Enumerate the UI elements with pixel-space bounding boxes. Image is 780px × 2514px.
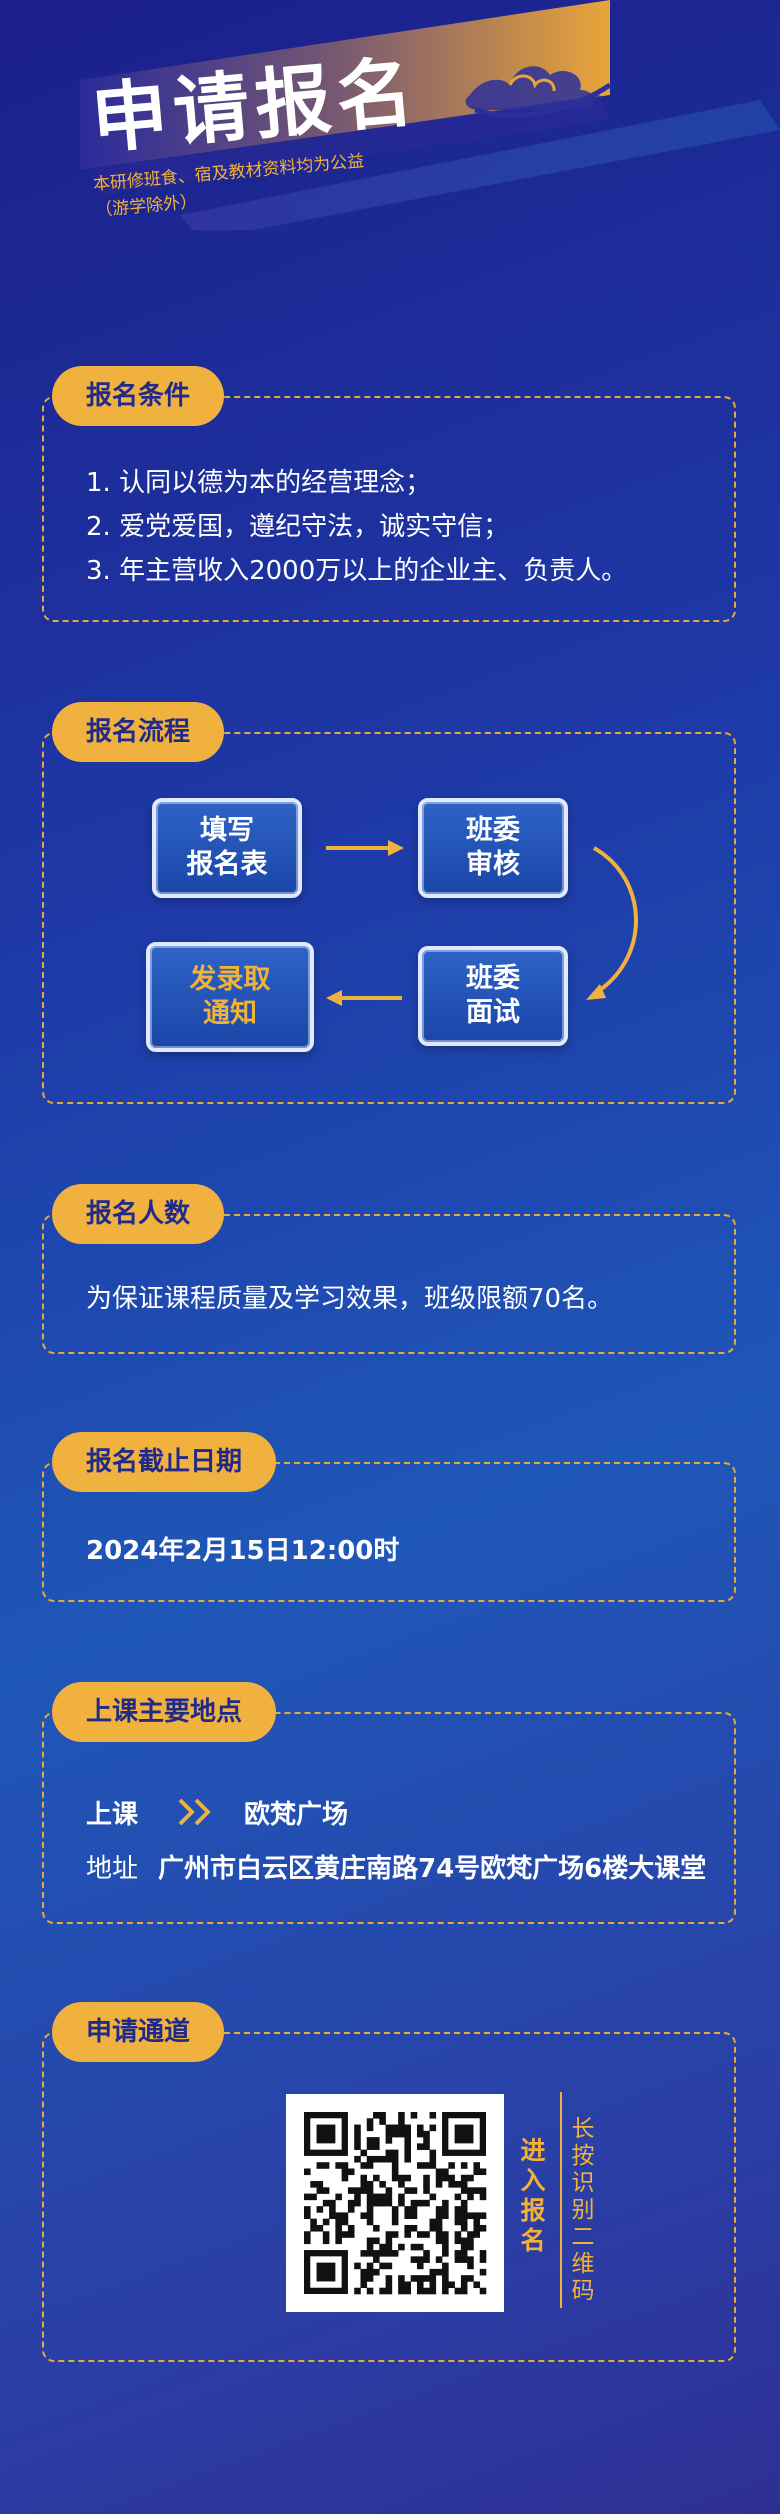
address-label: 地址 [86,1854,139,1884]
step-fill-form: 填写 报名表 [152,798,302,898]
enter-apply-text: 进入报名 [520,2136,546,2255]
deadline-text: 2024年2月15日12:00时 [86,1536,400,1566]
step-text: 班委 [466,963,520,994]
class-value: 欧梵广场 [244,1800,349,1830]
process-section [42,732,736,1104]
qr-code[interactable] [286,2094,504,2312]
step-committee-interview: 班委 面试 [418,946,568,1046]
class-label: 上课 [86,1800,139,1830]
step-text: 发录取 [189,964,271,995]
quota-label: 报名人数 [52,1184,225,1244]
flow-arrows [326,840,638,1006]
step-text: 通知 [203,998,257,1029]
condition-item: 1. 认同以德为本的经营理念； [86,468,432,498]
arrow-right-icon [326,840,404,856]
condition-item: 3. 年主营收入2000万以上的企业主、负责人。 [86,556,628,586]
step-admission-notice: 发录取 通知 [146,942,314,1052]
venue-section [42,1712,736,1924]
cloud-icon [465,66,612,118]
step-text: 填写 [200,815,254,846]
arrow-curve-down-icon [586,846,638,1000]
apply-section [42,2032,736,2362]
arrow-left-icon [326,990,402,1006]
step-committee-review: 班委 审核 [418,798,568,898]
venue-label: 上课主要地点 [52,1682,277,1742]
header-banner [80,0,780,230]
step-text: 报名表 [186,849,268,880]
quota-text: 为保证课程质量及学习效果，班级限额70名。 [86,1284,614,1314]
conditions-section [42,396,736,622]
deadline-section [42,1462,736,1602]
step-text: 班委 [466,815,520,846]
quota-section [42,1214,736,1354]
step-text: 审核 [466,849,520,880]
apply-label: 申请通道 [52,2002,225,2062]
conditions-label: 报名条件 [52,366,225,426]
address-value: 广州市白云区黄庄南路74号欧梵广场6楼大课堂 [158,1854,707,1884]
process-label: 报名流程 [52,702,225,762]
condition-item: 2. 爱党爱国，遵纪守法，诚实守信； [86,512,510,542]
double-chevron-icon [178,1798,211,1826]
step-text: 面试 [466,997,520,1028]
qr-code-icon [304,2112,487,2295]
scan-qr-text: 长按识别二维码 [571,2116,595,2304]
divider [560,2092,562,2308]
deadline-label: 报名截止日期 [52,1432,277,1492]
